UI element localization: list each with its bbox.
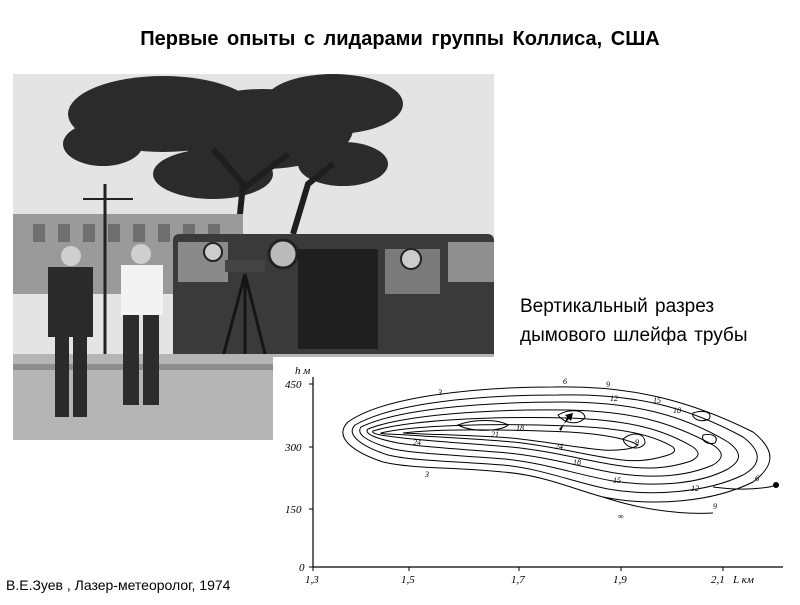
lidar-van-photo [13, 74, 494, 440]
contour-chart-svg: h м 450 300 150 0 1,3 1,5 1,7 1,9 2,1 L … [284, 365, 783, 586]
y-tick-label: 0 [299, 562, 305, 574]
contour-15 [372, 417, 699, 469]
contour-label: 24 [413, 438, 421, 447]
contour-label: 18 [573, 458, 581, 467]
x-tick-label: 2,1 [711, 574, 725, 586]
contour-label: 15 [613, 476, 621, 485]
contour-label: 24 [555, 442, 563, 451]
contour-9 [359, 401, 739, 485]
slide-title: Первые опыты с лидарами группы Коллиса, … [140, 28, 660, 50]
x-tick-label: 1,3 [305, 574, 319, 586]
x-unit-label: L км [732, 574, 754, 586]
plume-contour-chart: h м 450 300 150 0 1,3 1,5 1,7 1,9 2,1 L … [273, 357, 800, 600]
contour-label: ∞ [618, 512, 624, 521]
contour-bottom [602, 496, 714, 514]
contour-label: 9 [635, 438, 639, 447]
chart-caption: Вертикальный разрез дымового шлейфа труб… [520, 292, 747, 350]
source-marker [559, 413, 779, 488]
contour-6 [351, 394, 758, 494]
contour-12 [366, 409, 722, 477]
contour-label: 6 [755, 474, 759, 483]
caption-line-1: Вертикальный разрез [520, 296, 715, 317]
contour-label: 3 [437, 388, 442, 397]
contour-inner-c [622, 433, 646, 449]
contour-label: 12 [691, 484, 699, 493]
contour-21 [402, 429, 639, 451]
y-unit-label: h м [295, 365, 310, 377]
x-tick-label: 1,7 [511, 574, 525, 586]
y-tick-label: 150 [285, 504, 302, 516]
x-tick-label: 1,5 [401, 574, 415, 586]
contour-label: 18 [516, 424, 524, 433]
y-tick-label: 450 [285, 379, 302, 391]
contour-inner-e [702, 434, 717, 444]
caption-line-2: дымового шлейфа трубы [520, 325, 748, 346]
contour-3 [342, 386, 771, 503]
contour-label: 18 [673, 406, 681, 415]
contour-label: 3 [424, 470, 429, 479]
contour-label: 12 [610, 394, 618, 403]
contour-inner-d [692, 410, 711, 422]
y-tick-label: 300 [284, 442, 302, 454]
contour-label: 9 [606, 380, 610, 389]
contour-label: 15 [653, 396, 661, 405]
contour-inner-a [456, 420, 509, 431]
contour-18 [380, 424, 676, 462]
source-citation: В.Е.Зуев , Лазер-метеоролог, 1974 [6, 577, 231, 593]
contour-label: 21 [491, 430, 499, 439]
contour-label: 6 [563, 377, 567, 386]
contour-label: 9 [713, 502, 717, 511]
photo-illustration [13, 74, 494, 440]
x-tick-label: 1,9 [613, 574, 627, 586]
